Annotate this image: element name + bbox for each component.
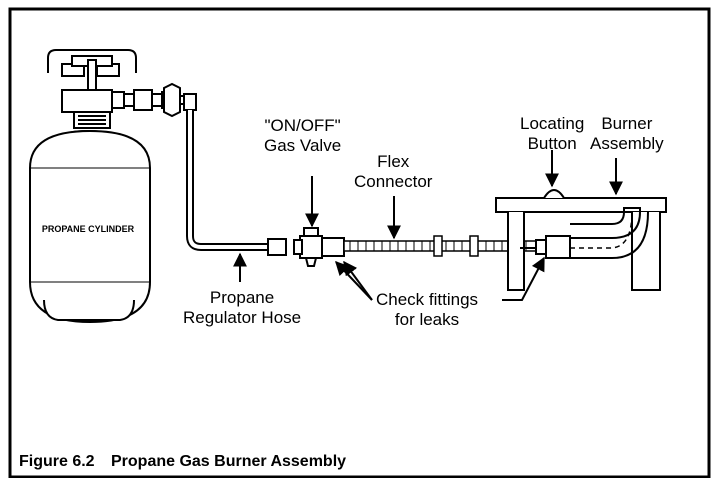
- figure-title: Propane Gas Burner Assembly: [111, 453, 347, 470]
- figure-caption: Figure 6.2 Propane Gas Burner Assembly: [19, 453, 346, 471]
- gas-valve-label: "ON/OFF" Gas Valve: [264, 116, 342, 155]
- hose-fitting: [267, 238, 287, 256]
- check-fittings-label: Check fittings for leaks: [376, 290, 479, 329]
- locating-button-label: Locating Button: [520, 114, 585, 153]
- figure-number: Figure 6.2: [19, 453, 95, 470]
- figure-border: [8, 7, 711, 478]
- regulator: [151, 82, 197, 118]
- cylinder-label: PROPANE CYLINDER: [42, 224, 135, 234]
- gas-valve: [293, 227, 345, 267]
- leader-arrows: [233, 150, 623, 301]
- burner-assembly: [495, 189, 667, 291]
- regulator-hose: [186, 110, 268, 251]
- burner-assembly-label: Burner Assembly: [590, 114, 664, 153]
- propane-cylinder: [29, 49, 153, 324]
- regulator-hose-label: Propane Regulator Hose: [183, 288, 302, 327]
- flex-connector-label: Flex Connector: [354, 152, 433, 191]
